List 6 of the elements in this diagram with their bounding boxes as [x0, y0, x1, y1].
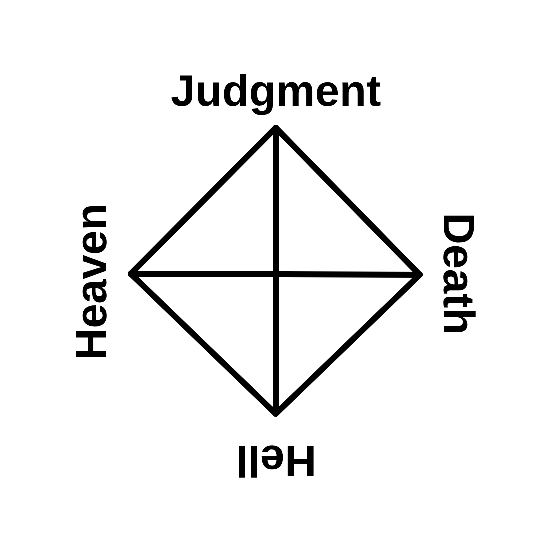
corner-label: Judgment: [171, 70, 382, 114]
connector-line: [273, 125, 279, 417]
corner-label: Heaven: [70, 204, 114, 360]
connector-line: [128, 271, 423, 278]
corner-label: Hell: [236, 438, 316, 482]
corner-label: Death: [436, 212, 480, 336]
